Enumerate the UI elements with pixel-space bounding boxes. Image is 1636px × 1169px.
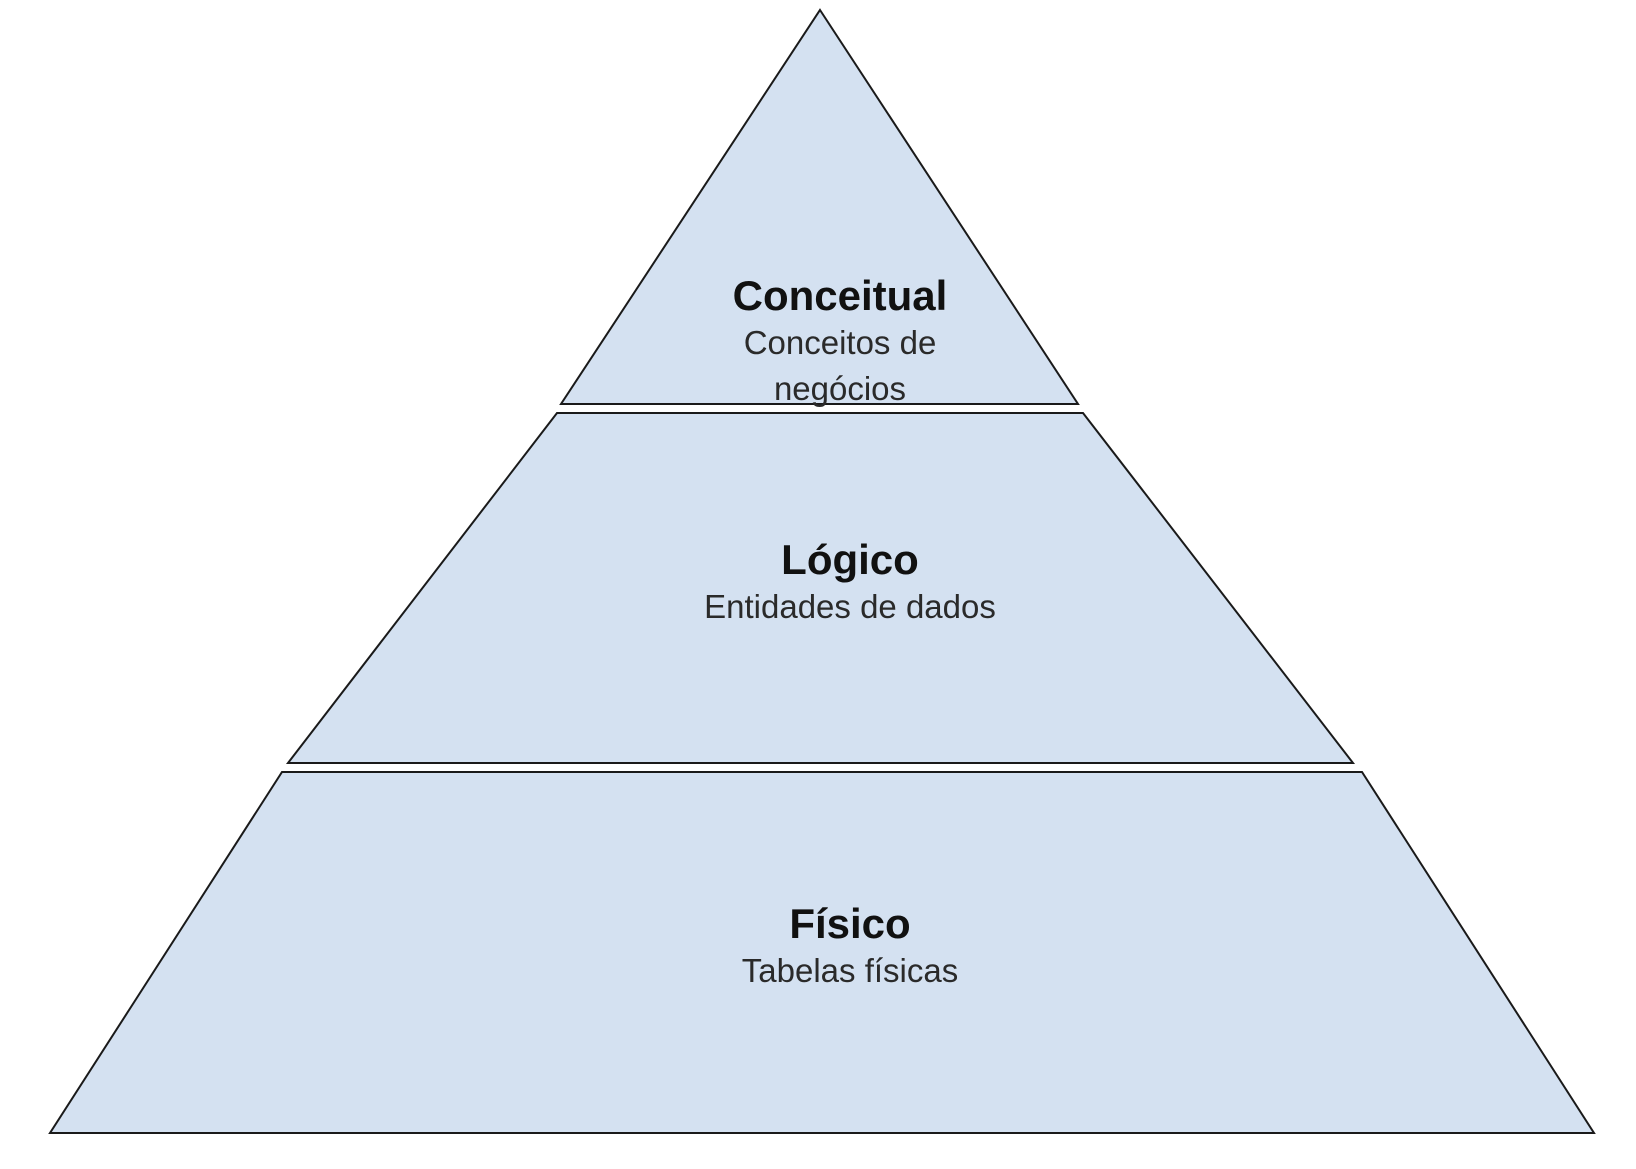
level-fisico-shape xyxy=(48,771,1596,1134)
level-fisico-label: Físico Tabelas físicas xyxy=(620,900,1080,994)
level-conceitual-label: Conceitual Conceitos de negócios xyxy=(700,272,980,412)
level-conceitual-shape xyxy=(559,8,1080,405)
level-conceitual-title: Conceitual xyxy=(732,272,948,319)
level-logico-subtitle: Entidades de dados xyxy=(704,588,996,625)
level-logico-shape xyxy=(285,412,1356,764)
level-conceitual-subtitle: Conceitos de negócios xyxy=(743,324,937,407)
level-fisico-title: Físico xyxy=(789,900,911,947)
level-logico-label: Lógico Entidades de dados xyxy=(620,536,1080,630)
level-fisico-subtitle: Tabelas físicas xyxy=(741,952,959,989)
level-logico-title: Lógico xyxy=(781,536,919,583)
